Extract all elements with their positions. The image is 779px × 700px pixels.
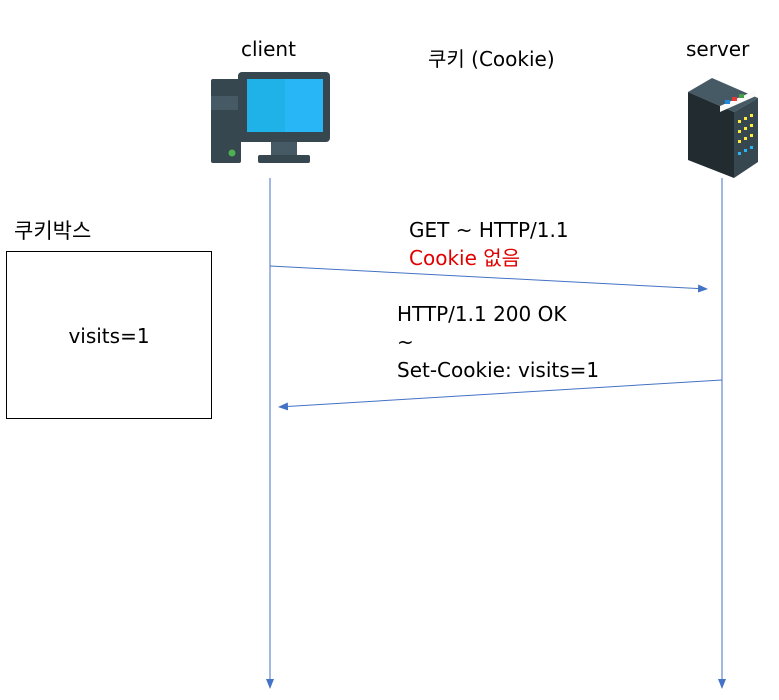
request-arrow: [269, 265, 708, 293]
cookie-box: visits=1: [6, 251, 212, 419]
response-ellipsis: ~: [397, 330, 414, 354]
server-rack-icon: [688, 78, 758, 178]
diagram-title: 쿠키 (Cookie): [428, 47, 555, 71]
cookie-entry: visits=1: [68, 324, 150, 348]
response-status-line: HTTP/1.1 200 OK: [397, 302, 567, 326]
desktop-computer-icon: [211, 72, 330, 163]
cookie-box-title: 쿠키박스: [14, 219, 92, 243]
request-cookie-note: Cookie 없음: [409, 246, 521, 270]
request-line: GET ~ HTTP/1.1: [409, 218, 569, 242]
client-label: client: [241, 37, 296, 61]
response-arrow: [278, 379, 723, 411]
response-set-cookie-header: Set-Cookie: visits=1: [397, 358, 600, 382]
server-label: server: [686, 37, 750, 61]
